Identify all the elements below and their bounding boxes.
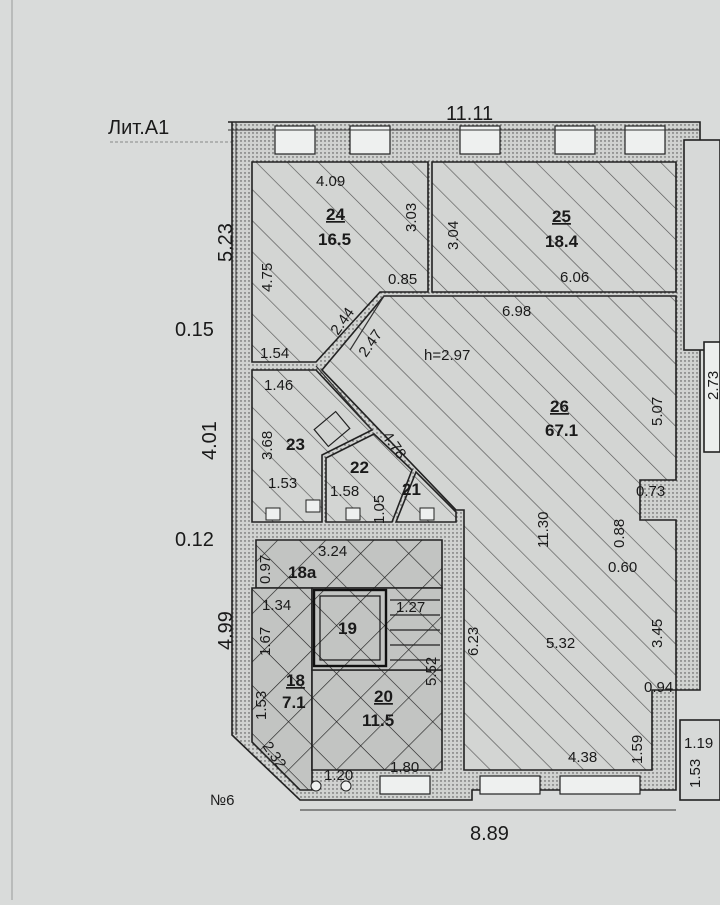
room-21 bbox=[394, 470, 457, 523]
entrance-label: №6 bbox=[210, 792, 234, 809]
room-26 bbox=[320, 295, 677, 771]
dim-1-19: 1.19 bbox=[684, 735, 713, 752]
dim-1-46: 1.46 bbox=[264, 377, 293, 394]
dim-3-04: 3.04 bbox=[445, 221, 462, 250]
dim-1-67: 1.67 bbox=[257, 627, 274, 656]
top-width: 11.11 bbox=[446, 103, 493, 125]
ceiling-height: h=2.97 bbox=[424, 347, 470, 364]
room-23 bbox=[251, 369, 374, 523]
dim-1-53-b: 1.53 bbox=[253, 691, 270, 720]
room-25 bbox=[431, 161, 677, 293]
room-23-number: 23 bbox=[286, 435, 305, 454]
dim-1-59: 1.59 bbox=[629, 735, 646, 764]
room-25-area: 18.4 bbox=[545, 232, 579, 251]
dim-0-85: 0.85 bbox=[388, 271, 417, 288]
dim-6-06: 6.06 bbox=[560, 269, 589, 286]
dim-0-60: 0.60 bbox=[608, 559, 637, 576]
dim-1-20: 1.20 bbox=[324, 767, 353, 784]
dim-4-99: 4.99 bbox=[215, 611, 237, 650]
dim-3-03: 3.03 bbox=[403, 203, 420, 232]
room-25-number: 25 bbox=[552, 207, 571, 226]
dim-0-94: 0.94 bbox=[644, 679, 673, 696]
right-room-upper bbox=[683, 139, 720, 351]
room-20-area: 11.5 bbox=[362, 711, 394, 730]
room-26-area: 67.1 bbox=[545, 421, 578, 440]
right-room-middle bbox=[703, 341, 720, 453]
room-19 bbox=[312, 588, 388, 668]
fixtures bbox=[265, 499, 435, 792]
stair-area bbox=[311, 587, 443, 671]
room-19-number: 19 bbox=[338, 619, 357, 638]
room-26-number: 26 bbox=[550, 397, 569, 416]
dim-11-30: 11.30 bbox=[535, 512, 552, 548]
dim-0-73: 0.73 bbox=[636, 483, 665, 500]
windows-bottom bbox=[379, 775, 641, 795]
dim-2-73: 2.73 bbox=[705, 371, 720, 400]
dim-1-58: 1.58 bbox=[330, 483, 359, 500]
dim-6-23: 6.23 bbox=[465, 627, 482, 656]
dim-0-88: 0.88 bbox=[611, 519, 628, 548]
dim-4-38: 4.38 bbox=[568, 749, 597, 766]
dim-6-98: 6.98 bbox=[502, 303, 531, 320]
dim-5-32: 5.32 bbox=[546, 635, 575, 652]
dim-3-45: 3.45 bbox=[649, 619, 666, 648]
dim-5-52: 5.52 bbox=[423, 657, 440, 686]
diag-wall-1 bbox=[349, 295, 385, 351]
room-19-inner bbox=[319, 595, 381, 661]
dim-5-07: 5.07 bbox=[649, 397, 666, 426]
sink-23 bbox=[313, 410, 351, 448]
room-18a-number: 18а bbox=[288, 563, 317, 582]
dim-1-53-c: 1.53 bbox=[687, 759, 704, 788]
dim-5-23: 5.23 bbox=[215, 223, 237, 262]
room-22 bbox=[325, 433, 413, 523]
dim-0-97: 0.97 bbox=[257, 555, 274, 584]
room-24 bbox=[251, 161, 429, 363]
dim-3-24: 3.24 bbox=[318, 543, 347, 560]
dim-1-27: 1.27 bbox=[396, 599, 425, 616]
dim-0-15: 0.15 bbox=[175, 319, 214, 341]
windows-top bbox=[274, 125, 666, 155]
diag-wall-2 bbox=[315, 365, 373, 431]
dim-4-75: 4.75 bbox=[259, 263, 276, 292]
dim-1-80: 1.80 bbox=[390, 759, 419, 776]
room-18a bbox=[255, 539, 443, 589]
dim-1-54: 1.54 bbox=[260, 345, 289, 362]
bottom-width: 8.89 bbox=[470, 823, 509, 845]
dim-4-09: 4.09 bbox=[316, 173, 345, 190]
dim-1-53: 1.53 bbox=[268, 475, 297, 492]
room-24-number: 24 bbox=[326, 205, 345, 224]
dim-1-05: 1.05 bbox=[371, 495, 388, 524]
room-21-number: 21 bbox=[402, 480, 421, 499]
plan-title: Лит.А1 bbox=[108, 117, 169, 139]
room-24-area: 16.5 bbox=[318, 230, 351, 249]
dim-1-34: 1.34 bbox=[262, 597, 291, 614]
room-18-area: 7.1 bbox=[282, 693, 306, 712]
dim-4-01: 4.01 bbox=[199, 421, 221, 460]
right-room-lower bbox=[679, 719, 720, 801]
room-22-number: 22 bbox=[350, 458, 369, 477]
dim-3-68: 3.68 bbox=[259, 431, 276, 460]
stair-steps bbox=[390, 599, 440, 661]
dim-0-12: 0.12 bbox=[175, 529, 214, 551]
room-18-number: 18 bbox=[286, 671, 305, 690]
room-20-number: 20 bbox=[374, 687, 393, 706]
